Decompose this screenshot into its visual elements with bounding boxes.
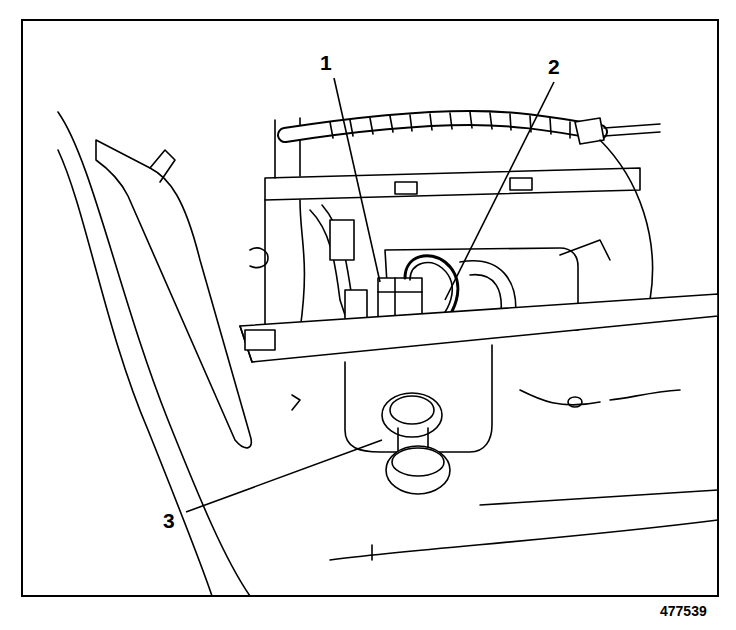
- figure-number: 477539: [660, 604, 707, 618]
- callout-number: 1: [320, 52, 332, 73]
- leader-lines: [186, 78, 554, 512]
- leader-line: [445, 82, 554, 300]
- vehicle-parts: [58, 112, 718, 596]
- leader-line: [334, 78, 380, 282]
- callout-number: 3: [163, 510, 175, 531]
- frame: [22, 20, 718, 596]
- leader-line: [186, 440, 382, 512]
- callout-number: 2: [548, 56, 560, 77]
